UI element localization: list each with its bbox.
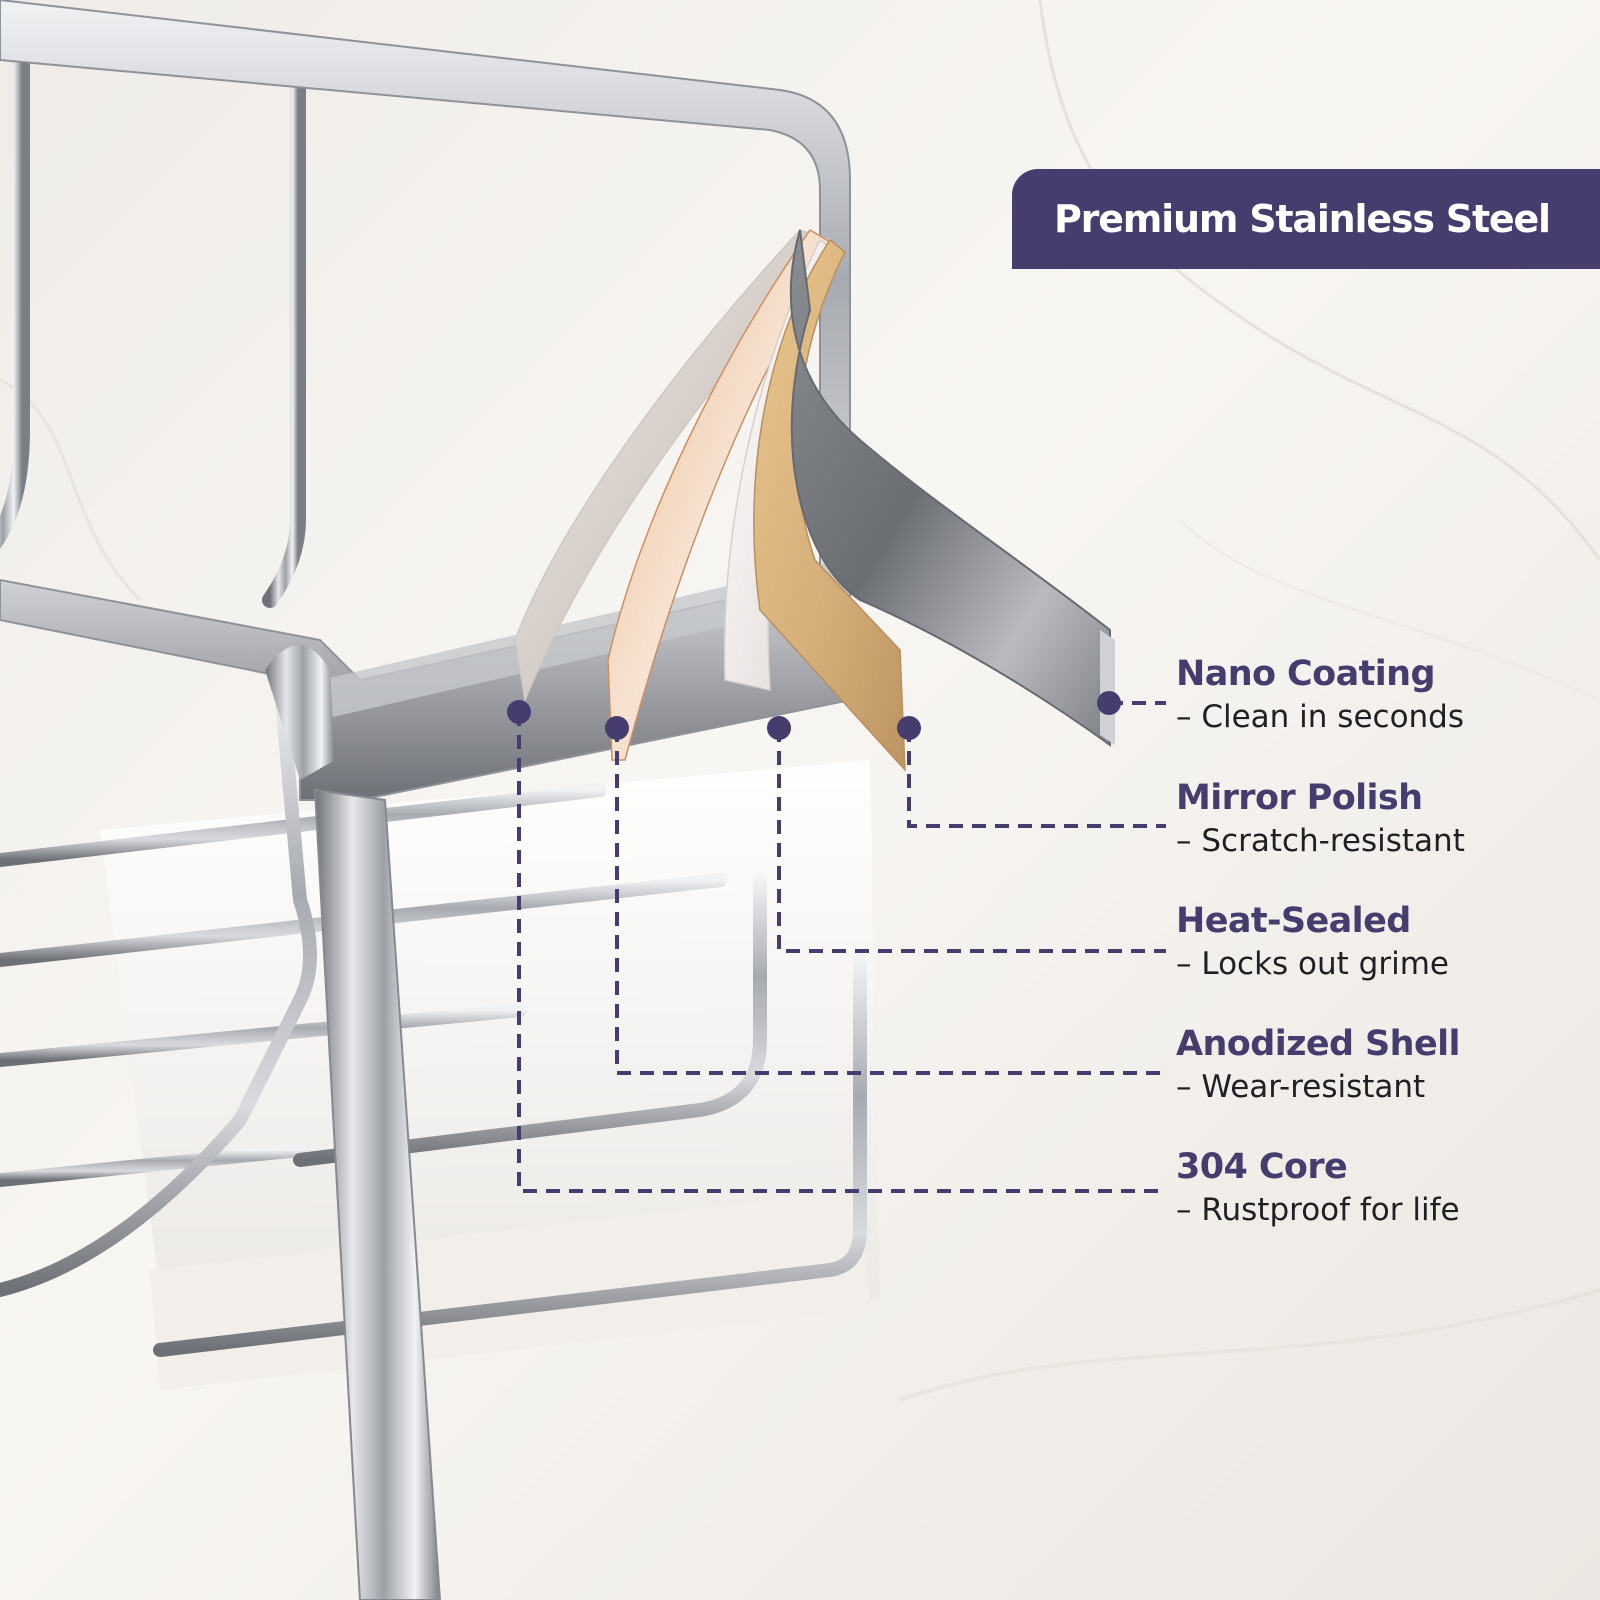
feature-heat-sealed: Heat-Sealed – Locks out grime [1176, 899, 1586, 985]
feature-description: – Clean in seconds [1176, 699, 1465, 735]
feature-304-core: 304 Core – Rustproof for life [1176, 1145, 1586, 1231]
feature-title: Mirror Polish [1176, 778, 1423, 818]
banner-title: Premium Stainless Steel [1054, 197, 1551, 241]
feature-description: – Rustproof for life [1176, 1192, 1460, 1228]
feature-nano-coating: Nano Coating – Clean in seconds [1176, 652, 1586, 738]
feature-title: Nano Coating [1176, 654, 1436, 694]
feature-title: 304 Core [1176, 1147, 1348, 1187]
feature-anodized-shell: Anodized Shell – Wear-resistant [1176, 1022, 1586, 1108]
title-banner: Premium Stainless Steel [1012, 169, 1600, 269]
feature-title: Anodized Shell [1176, 1024, 1461, 1064]
feature-title: Heat-Sealed [1176, 901, 1411, 941]
feature-mirror-polish: Mirror Polish – Scratch-resistant [1176, 776, 1586, 862]
feature-description: – Wear-resistant [1176, 1069, 1426, 1105]
feature-description: – Locks out grime [1176, 946, 1449, 982]
feature-description: – Scratch-resistant [1176, 823, 1465, 859]
